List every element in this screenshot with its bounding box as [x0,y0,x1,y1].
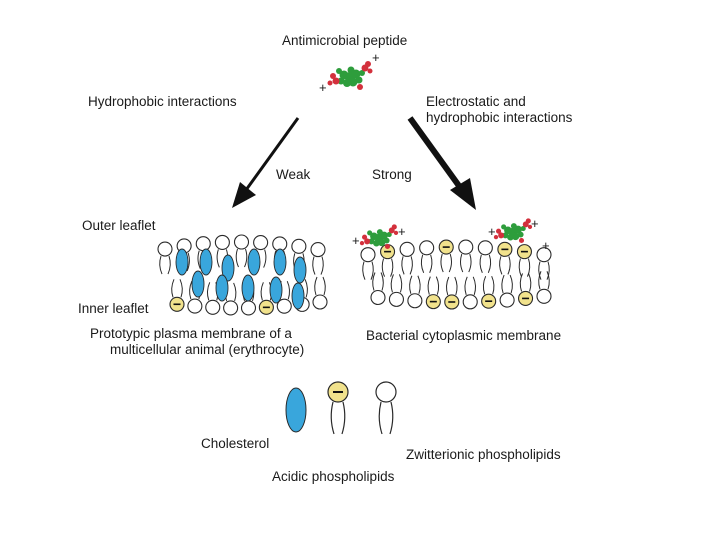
animal-membrane-label-2: multicellular animal (erythrocyte) [110,342,305,357]
weak-arrow [232,117,300,208]
legend-zwitterionic-icon [375,381,397,435]
peptide-charge-plus: + [352,233,360,248]
peptide-charge-plus: + [372,50,380,65]
outer-leaflet-label: Outer leaflet [82,218,156,233]
title-label: Antimicrobial peptide [282,33,408,48]
peptide-charge-plus: + [488,224,496,239]
erythrocyte-membrane [157,234,328,316]
acidic-label: Acidic phospholipids [272,469,395,484]
zwitterionic-label: Zwitterionic phospholipids [406,447,561,462]
strong-label: Strong [372,167,412,182]
peptide-charge-plus: + [542,238,550,253]
bound-peptides [359,218,533,250]
inner-leaflet-label: Inner leaflet [78,301,149,316]
legend-acidic-icon [327,381,349,435]
antimicrobial-peptide-icon [327,61,373,90]
peptide-charge-plus: + [531,216,539,231]
peptide-charge-plus: + [398,224,406,239]
animal-membrane-label-1: Prototypic plasma membrane of a [90,326,292,341]
hydrophobic-label: Hydrophobic interactions [88,94,237,109]
bacterial-membrane [360,239,552,310]
strong-arrow [407,116,476,210]
electrostatic-label-2: hydrophobic interactions [426,110,573,125]
bacterial-membrane-label: Bacterial cytoplasmic membrane [366,328,562,343]
weak-label: Weak [276,167,311,182]
peptide-charge-plus: + [319,80,327,95]
legend-cholesterol-icon [285,387,307,433]
electrostatic-label-1: Electrostatic and [426,94,526,109]
cholesterol-label: Cholesterol [201,436,270,451]
